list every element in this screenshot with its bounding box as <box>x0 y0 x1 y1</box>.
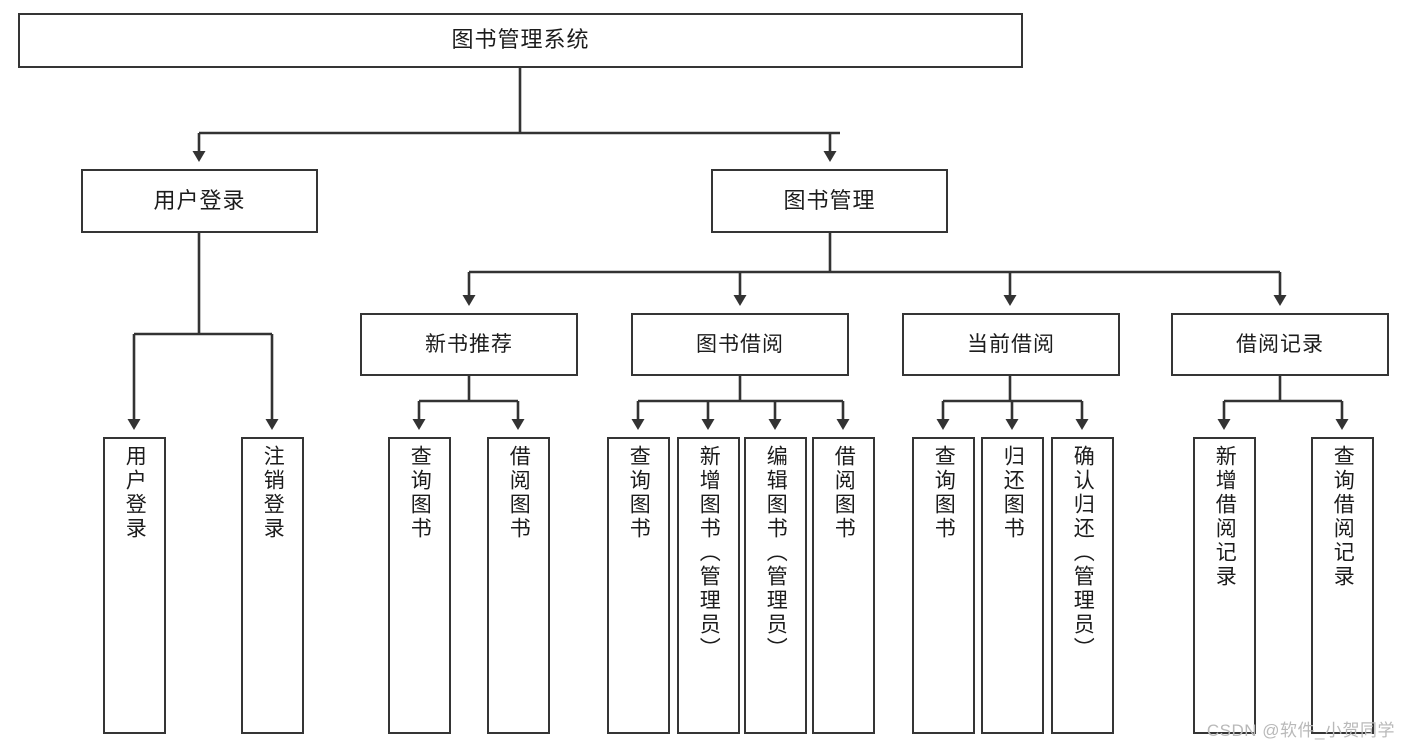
leaf-bb-query-book[interactable]: 查询图书 <box>607 437 670 734</box>
leaf-user-login[interactable]: 用户登录 <box>103 437 166 734</box>
node-label: 确认归还（管理员） <box>1071 445 1095 661</box>
node-user-login[interactable]: 用户登录 <box>81 169 318 233</box>
node-label: 查询图书 <box>932 445 956 541</box>
leaf-bb-borrow-book[interactable]: 借阅图书 <box>812 437 875 734</box>
node-book-management[interactable]: 图书管理 <box>711 169 948 233</box>
node-label: 借阅图书 <box>832 445 856 541</box>
node-book-borrow[interactable]: 图书借阅 <box>631 313 849 376</box>
node-label: 图书管理 <box>783 187 876 213</box>
node-label: 新增图书（管理员） <box>697 445 721 661</box>
leaf-cb-confirm-return-admin[interactable]: 确认归还（管理员） <box>1051 437 1114 734</box>
node-label: 用户登录 <box>153 187 246 213</box>
node-current-borrow[interactable]: 当前借阅 <box>902 313 1120 376</box>
leaf-bb-add-book-admin[interactable]: 新增图书（管理员） <box>677 437 740 734</box>
node-label: 注销登录 <box>261 445 285 541</box>
leaf-logout[interactable]: 注销登录 <box>241 437 304 734</box>
node-label: 借阅图书 <box>507 445 531 541</box>
leaf-cb-query-book[interactable]: 查询图书 <box>912 437 975 734</box>
node-borrow-record[interactable]: 借阅记录 <box>1171 313 1389 376</box>
node-label: 借阅记录 <box>1236 332 1324 356</box>
node-label: 编辑图书（管理员） <box>764 445 788 661</box>
node-label: 当前借阅 <box>967 332 1055 356</box>
node-label: 用户登录 <box>123 445 147 541</box>
node-label: 查询图书 <box>627 445 651 541</box>
leaf-br-add-record[interactable]: 新增借阅记录 <box>1193 437 1256 734</box>
node-label: 查询图书 <box>408 445 432 541</box>
node-root-book-management-system[interactable]: 图书管理系统 <box>18 13 1023 68</box>
node-label: 新书推荐 <box>425 332 513 356</box>
leaf-nb-borrow-book[interactable]: 借阅图书 <box>487 437 550 734</box>
leaf-br-query-record[interactable]: 查询借阅记录 <box>1311 437 1374 734</box>
csdn-watermark: CSDN @软件_小贺同学 <box>1206 721 1395 740</box>
node-label: 图书管理系统 <box>451 27 590 53</box>
leaf-cb-return-book[interactable]: 归还图书 <box>981 437 1044 734</box>
node-label: 归还图书 <box>1001 445 1025 541</box>
node-label: 新增借阅记录 <box>1213 445 1237 589</box>
node-label: 查询借阅记录 <box>1331 445 1355 589</box>
leaf-nb-query-book[interactable]: 查询图书 <box>388 437 451 734</box>
node-label: 图书借阅 <box>696 332 784 356</box>
leaf-bb-edit-book-admin[interactable]: 编辑图书（管理员） <box>744 437 807 734</box>
node-new-book-recommend[interactable]: 新书推荐 <box>360 313 578 376</box>
